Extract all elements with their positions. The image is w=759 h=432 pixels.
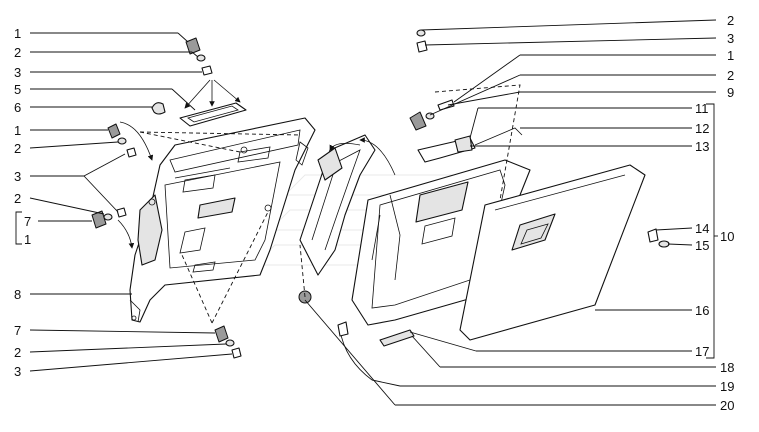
- callout-r-14: 14: [695, 221, 709, 236]
- callout-r-12: 12: [695, 121, 709, 136]
- callout-l-2: 2: [14, 45, 21, 60]
- nut-part-2-top: [196, 54, 206, 62]
- screw-part-3-top: [201, 65, 213, 76]
- callout-l-8: 8: [14, 287, 21, 302]
- callout-r-3: 3: [727, 31, 734, 46]
- nut-part-2-left: [103, 213, 113, 221]
- bezel-part-5: [179, 102, 247, 127]
- callout-l-1b: 1: [14, 123, 21, 138]
- tub-assembly: [298, 29, 670, 381]
- callout-r-16: 16: [695, 303, 709, 318]
- nut-part-2-mid: [117, 137, 127, 145]
- callout-r-2b: 2: [727, 68, 734, 83]
- callout-r-2: 2: [727, 13, 734, 28]
- callout-l-1: 1: [14, 26, 21, 41]
- callout-r-13: 13: [695, 139, 709, 154]
- nut-part-2-bottom: [225, 339, 235, 347]
- callout-l-2c: 2: [14, 191, 21, 206]
- callout-l-3c: 3: [14, 364, 21, 379]
- left-assembly-arrows: [117, 79, 301, 324]
- middle-assembly-arrows: [299, 84, 521, 298]
- callout-r-11: 11: [695, 101, 709, 116]
- screw-part-3-left: [116, 207, 127, 218]
- clip-part-1-top: [185, 37, 201, 55]
- callout-l-3b: 3: [14, 169, 21, 184]
- screw-part-3-mid: [126, 147, 137, 158]
- callout-l-6: 6: [14, 100, 21, 115]
- callout-r-20: 20: [720, 398, 734, 413]
- callout-l-7: 7: [24, 214, 31, 229]
- callout-r-9: 9: [727, 85, 734, 100]
- callout-r-17: 17: [695, 344, 709, 359]
- callout-r-19: 19: [720, 379, 734, 394]
- callout-r-15: 15: [695, 238, 709, 253]
- callout-l-2d: 2: [14, 345, 21, 360]
- clip-part-1-mid: [107, 123, 121, 139]
- callout-l-2b: 2: [14, 141, 21, 156]
- callout-r-10: 10: [720, 229, 734, 244]
- clip-part-7-left: [91, 210, 107, 229]
- callouts-right: 2 3 1 2 9 11 12 13 10 14 15 16 17 18 19 …: [695, 13, 734, 413]
- housing-part-8: [129, 117, 316, 323]
- leader-lines: [15, 19, 718, 406]
- callout-l-7b: 7: [14, 323, 21, 338]
- callout-r-18: 18: [720, 360, 734, 375]
- clip-part-7-bottom: [214, 325, 229, 343]
- callout-r-1: 1: [727, 48, 734, 63]
- screw-part-3-bottom: [231, 347, 242, 359]
- callout-l-3: 3: [14, 65, 21, 80]
- callout-l-1c: 1: [24, 232, 31, 247]
- bulb-part-6: [151, 102, 166, 115]
- callout-l-5: 5: [14, 82, 21, 97]
- callouts-left: 1 2 3 5 6 1 2 3 2 7 1 8 7 2 3: [14, 26, 31, 379]
